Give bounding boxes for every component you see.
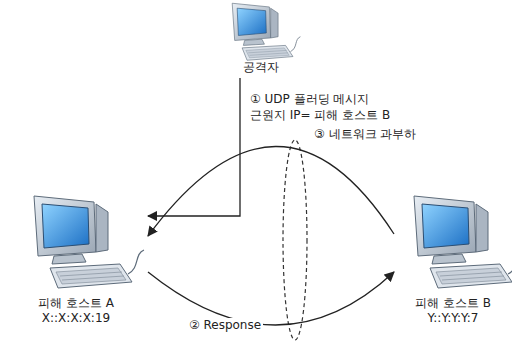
computer-node: 피해 호스트 AX::X:X:X:19 xyxy=(6,190,146,326)
host-name: 피해 호스트 B xyxy=(396,296,510,311)
host-name: 피해 호스트 A xyxy=(6,296,146,311)
source-ip-note: 근원지 IP= 피해 호스트 B xyxy=(248,108,392,123)
edge-label: ② Response xyxy=(187,318,263,333)
flow-arrow xyxy=(148,78,240,216)
host-name: 공격자 xyxy=(196,60,326,75)
computer-node: 공격자 xyxy=(196,2,326,75)
computer-node: 피해 호스트 BY::Y:Y:Y:7 xyxy=(396,190,510,326)
flow-arrow xyxy=(148,146,394,236)
edge-label: ① UDP 플러딩 메시지 xyxy=(248,92,371,107)
flow-arrow xyxy=(148,272,394,325)
overload-note: ③ 네트워크 과부하 xyxy=(312,127,418,142)
host-address: Y::Y:Y:Y:7 xyxy=(396,311,510,326)
host-address: X::X:X:X:19 xyxy=(6,311,146,326)
